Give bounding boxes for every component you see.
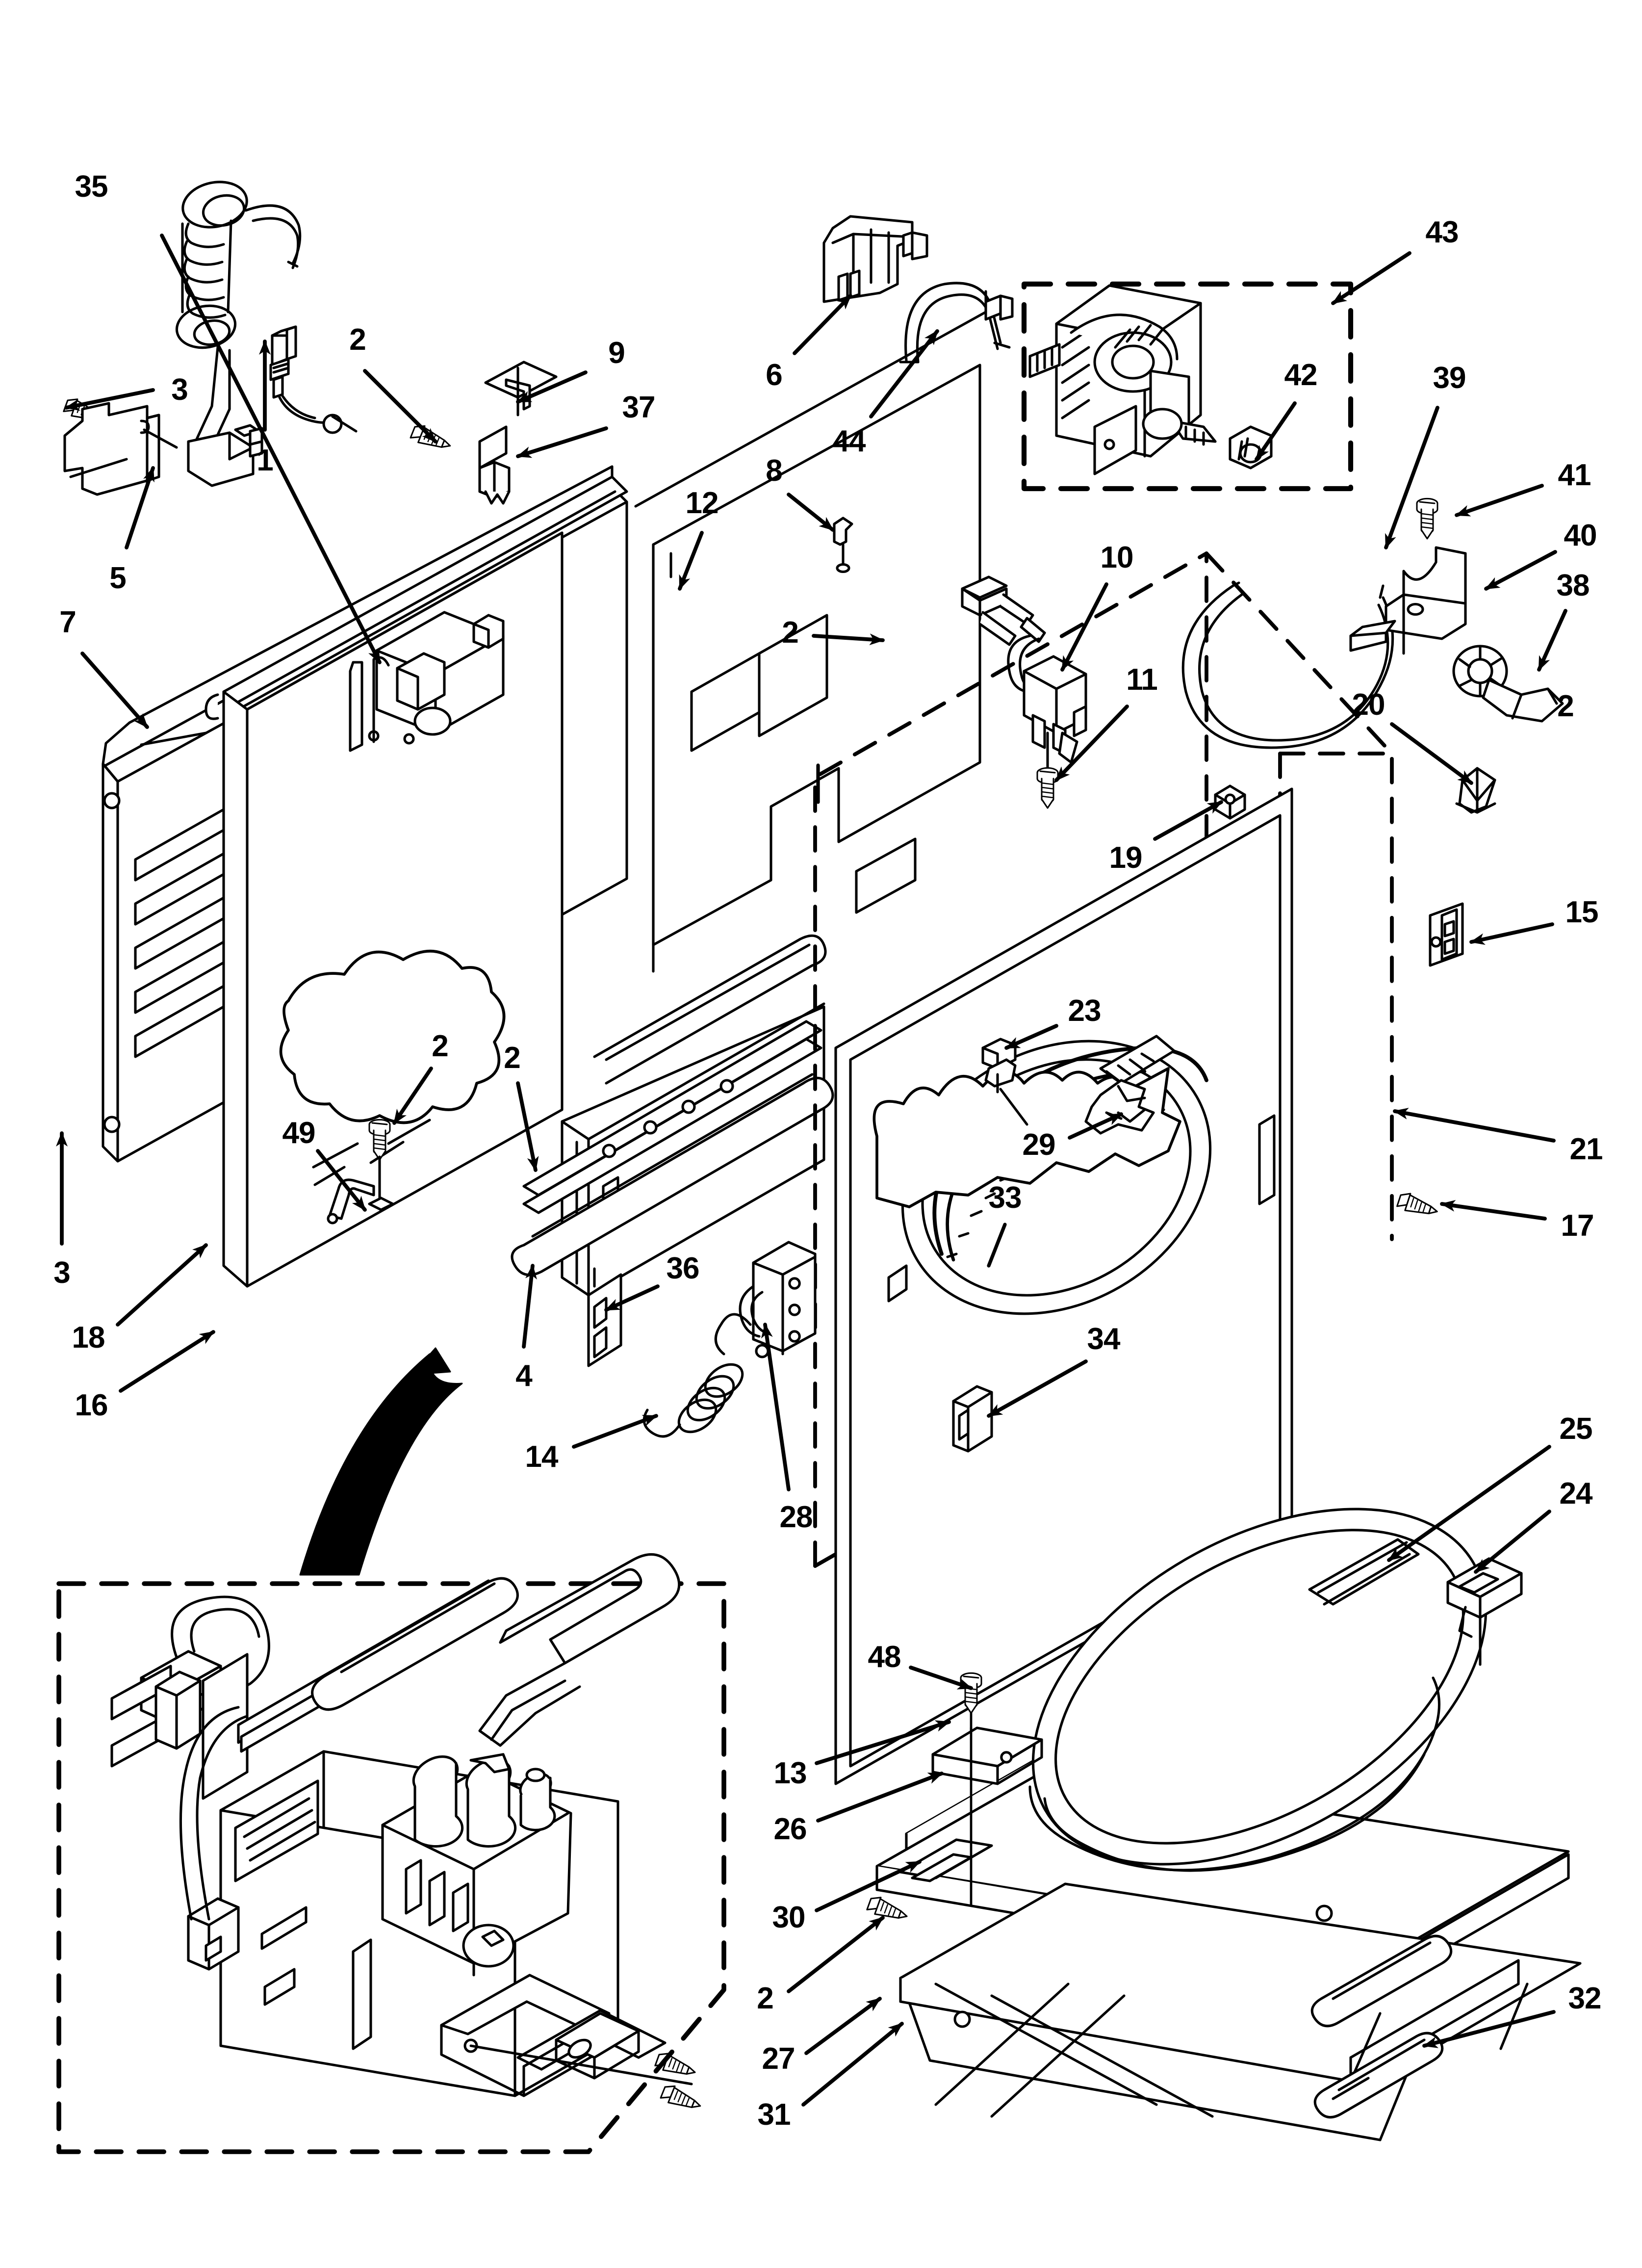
part-wire-clip-44	[899, 282, 1014, 364]
callout-25: 25	[1559, 1412, 1593, 1446]
callout-11: 11	[1126, 663, 1158, 697]
callout-49: 49	[282, 1116, 316, 1150]
callout-34: 34	[1087, 1322, 1121, 1356]
callout-2: 2	[432, 1029, 448, 1063]
part-plate-13	[931, 1726, 1043, 1785]
part-spring-14	[642, 1313, 752, 1438]
callout-32: 32	[1568, 1981, 1602, 2015]
callout-16: 16	[75, 1388, 108, 1422]
callout-9: 9	[608, 336, 625, 370]
part-bracket-6	[822, 215, 928, 303]
callout-37: 37	[622, 391, 656, 424]
callout-38: 38	[1556, 569, 1590, 602]
callout-2: 2	[757, 1981, 773, 2015]
callout-29: 29	[1022, 1128, 1056, 1162]
leader-lines	[56, 234, 1567, 2107]
callout-5: 5	[109, 561, 126, 595]
callout-19: 19	[1109, 841, 1143, 875]
callout-6: 6	[766, 358, 782, 392]
part-strike-15	[1429, 902, 1464, 967]
callout-23: 23	[1068, 994, 1102, 1028]
part-bracket-28	[739, 1241, 817, 1358]
part-cabinet-frame-12	[205, 290, 987, 1297]
callout-18: 18	[72, 1321, 105, 1355]
callout-27: 27	[762, 2042, 795, 2076]
callout-42: 42	[1284, 358, 1318, 392]
leader-lines-plain	[816, 763, 1007, 1268]
callout-24: 24	[1559, 1477, 1593, 1511]
part-clip-29	[1084, 1079, 1155, 1135]
callout-28: 28	[779, 1500, 813, 1534]
part-door-switch-10	[961, 575, 1087, 773]
callout-48: 48	[868, 1640, 901, 1674]
callout-12: 12	[685, 486, 719, 520]
part-bracket-40	[1349, 546, 1467, 655]
part-roller-38	[1452, 645, 1564, 723]
callout-2: 2	[349, 1506, 366, 1540]
part-clip-37	[478, 425, 511, 505]
callout-4: 4	[515, 1359, 532, 1393]
callout-14: 14	[525, 1440, 559, 1474]
callout-3: 3	[171, 373, 188, 407]
callout-33: 33	[988, 1181, 1022, 1215]
part-bracket-5	[63, 402, 178, 496]
callout-40: 40	[1564, 519, 1597, 552]
part-base-assembly	[875, 1508, 1582, 2141]
part-burner-assembly	[110, 1553, 693, 2097]
callout-17: 17	[1561, 1209, 1594, 1243]
callout-1: 1	[257, 443, 273, 477]
callout-30: 30	[772, 1901, 806, 1934]
part-plate-36	[587, 1273, 622, 1367]
callout-3: 3	[53, 1256, 70, 1290]
callout-7: 7	[59, 605, 76, 639]
callout-2: 2	[349, 323, 366, 357]
part-coiled-cord	[175, 181, 302, 487]
callout-36: 36	[666, 1251, 700, 1285]
dashed-box-motor	[1021, 281, 1354, 492]
callout-15: 15	[1565, 895, 1599, 929]
part-terminal	[269, 325, 358, 434]
callout-26: 26	[773, 1812, 807, 1846]
dashed-box-burner	[56, 1581, 726, 2154]
callout-8: 8	[766, 454, 782, 488]
part-drive-belt	[1181, 581, 1394, 749]
callout-41: 41	[1558, 458, 1591, 492]
callout-10: 10	[1100, 541, 1134, 574]
callout-2: 2	[1557, 689, 1574, 723]
callout-20: 20	[1352, 688, 1385, 722]
callout-39: 39	[1433, 361, 1466, 395]
callout-2: 2	[782, 616, 798, 650]
callout-21: 21	[1569, 1132, 1603, 1166]
callout-43: 43	[1425, 215, 1459, 249]
callout-35: 35	[75, 170, 108, 204]
part-strike-34	[952, 1385, 993, 1453]
callout-31: 31	[757, 2098, 791, 2132]
part-clip-19	[1214, 784, 1246, 820]
part-stud-23	[981, 1038, 1028, 1126]
callout-swoosh-arrow	[299, 1353, 463, 1576]
callout-13: 13	[773, 1756, 807, 1790]
part-drive-motor	[1028, 284, 1217, 475]
part-pushpin-8	[833, 517, 853, 574]
callout-44: 44	[832, 424, 866, 458]
callout-2: 2	[504, 1041, 520, 1075]
